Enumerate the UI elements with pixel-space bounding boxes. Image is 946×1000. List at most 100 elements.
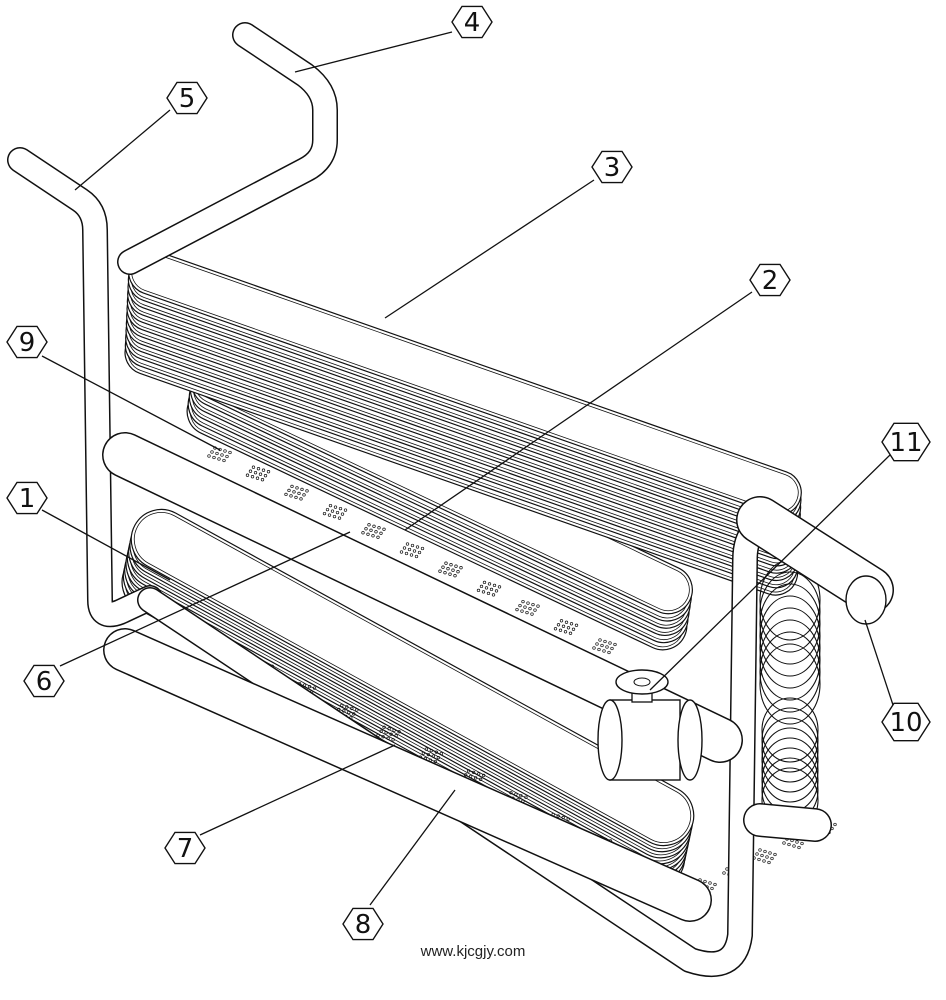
perforated-plate-9-hole <box>486 591 491 596</box>
perforated-plate-8-hole <box>429 748 434 753</box>
part-label-2: 2 <box>762 266 779 296</box>
perforated-plate-8-hole <box>392 728 396 732</box>
perforated-plate-9-hole <box>299 497 303 501</box>
part-label-10: 10 <box>889 708 922 738</box>
perforated-plate-9-hole <box>399 550 404 554</box>
perforated-plate-8-hole <box>767 860 771 865</box>
perforated-plate-8-hole <box>800 841 804 846</box>
perforated-plate-8-hole <box>713 882 717 887</box>
perforated-plate-9-hole <box>484 586 489 590</box>
perforated-plate-8-hole <box>763 849 767 854</box>
perforated-plate-9-hole <box>553 627 558 631</box>
perforated-plate-8-hole <box>439 751 444 756</box>
perforated-plate-9-hole <box>372 524 376 528</box>
coil-end-loop <box>759 607 821 689</box>
perforated-plate-8-hole <box>762 859 766 863</box>
perforated-plate-8-hole <box>514 792 518 796</box>
perforated-plate-9-hole <box>248 469 253 473</box>
perforated-plate-9-hole <box>305 489 309 493</box>
perforated-plate-9-hole <box>489 587 494 592</box>
coil-end-loop <box>761 717 819 783</box>
perforated-plate-9-hole <box>558 628 563 632</box>
perforated-plate-9-hole <box>335 510 340 515</box>
leader-line-11 <box>649 454 891 691</box>
coil-end-loop <box>761 737 819 803</box>
perforated-plate-9-hole <box>379 531 383 535</box>
perforated-plate-9-hole <box>530 612 534 616</box>
perforated-plate-9-hole <box>325 507 330 512</box>
perforated-plate-9-hole <box>574 623 579 627</box>
perforated-plate-9-hole <box>228 450 232 455</box>
perforated-plate-9-hole <box>456 570 460 574</box>
valve-flange <box>597 699 623 781</box>
perforated-plate-8-hole <box>352 712 356 716</box>
perforated-plate-8-hole <box>710 886 714 891</box>
perforated-plate-9-hole <box>533 608 537 612</box>
coil-end-loop <box>759 583 821 665</box>
bottom-coil <box>121 508 695 890</box>
leader-line-9 <box>41 355 221 451</box>
perforated-plate-9-hole <box>441 565 445 569</box>
perforated-plate-9-hole <box>261 468 266 472</box>
perforated-plate-9-hole <box>215 451 219 456</box>
perforated-plate-9-hole <box>409 553 414 557</box>
perforated-plate-9-hole <box>364 527 368 531</box>
perforated-plate-9-hole <box>518 603 522 608</box>
perforated-plate-9-hole <box>223 449 227 453</box>
perforated-plate-8-hole <box>722 871 726 875</box>
perforated-plate-8-hole <box>426 752 431 757</box>
perforated-plate-8-hole <box>770 856 774 861</box>
perforated-plate-9-hole <box>402 546 407 550</box>
pipe-4 <box>118 23 337 274</box>
perforated-plate-9-hole <box>444 561 448 565</box>
perforated-plate-9-hole <box>564 620 569 624</box>
label-hexagon-2 <box>749 263 791 297</box>
perforated-plate-9-hole <box>294 495 298 500</box>
perforated-plate-9 <box>553 619 579 635</box>
perforated-plate-9-hole <box>602 649 606 653</box>
valve-handwheel <box>615 669 669 695</box>
perforated-plate-9 <box>361 523 386 539</box>
perforated-plate-9-hole <box>412 549 417 553</box>
perforated-plate-8-hole <box>397 730 401 734</box>
leader-line-2 <box>404 291 753 531</box>
perforated-plate-9-hole <box>536 604 540 608</box>
coil-end-loop <box>761 707 819 773</box>
perforated-plate-9-hole <box>207 454 211 458</box>
perforated-plate-9-hole <box>302 493 306 497</box>
perforated-plate-9 <box>284 484 309 501</box>
perforated-plate-9-hole <box>605 645 609 649</box>
perforated-plate-8-hole <box>350 706 354 711</box>
perforated-plate-8-hole <box>342 709 346 713</box>
perforated-plate-9-hole <box>494 589 499 593</box>
perforated-plate-8-hole <box>345 705 349 709</box>
perforated-plate-8-hole <box>387 727 391 731</box>
leader-line-4 <box>294 31 453 73</box>
perforated-plate-9-hole <box>328 503 333 508</box>
perforated-plate-8-hole <box>773 852 777 857</box>
perforated-plate-9-hole <box>284 492 288 497</box>
part-label-4: 4 <box>464 8 481 38</box>
perforated-plate-8-hole <box>556 814 560 818</box>
top-coil-3 <box>124 249 802 596</box>
perforated-plate-9-hole <box>300 487 304 492</box>
perforated-plate-9-hole <box>453 574 457 578</box>
perforated-plate-9-hole <box>521 599 525 604</box>
pipe-5 <box>8 148 162 626</box>
bottom-coil-tube-inner <box>133 512 692 843</box>
perforated-plate-9-hole <box>410 543 415 548</box>
perforated-plate-8-hole <box>708 881 712 885</box>
perforated-plate-8-hole <box>566 817 570 821</box>
perforated-plate-8-hole <box>561 815 565 820</box>
part-label-5: 5 <box>179 84 196 114</box>
perforated-plate-8-hole <box>466 769 471 773</box>
perforated-plate-9 <box>322 503 348 520</box>
part-label-3: 3 <box>604 153 621 183</box>
perforated-plate-9-hole <box>210 450 214 454</box>
part-label-8: 8 <box>355 910 372 940</box>
perforated-plate-8-hole <box>384 731 388 735</box>
perforated-plate-9 <box>438 561 463 578</box>
perforated-plate-9-hole <box>332 514 337 519</box>
perforated-plate-8-hole <box>481 773 486 778</box>
